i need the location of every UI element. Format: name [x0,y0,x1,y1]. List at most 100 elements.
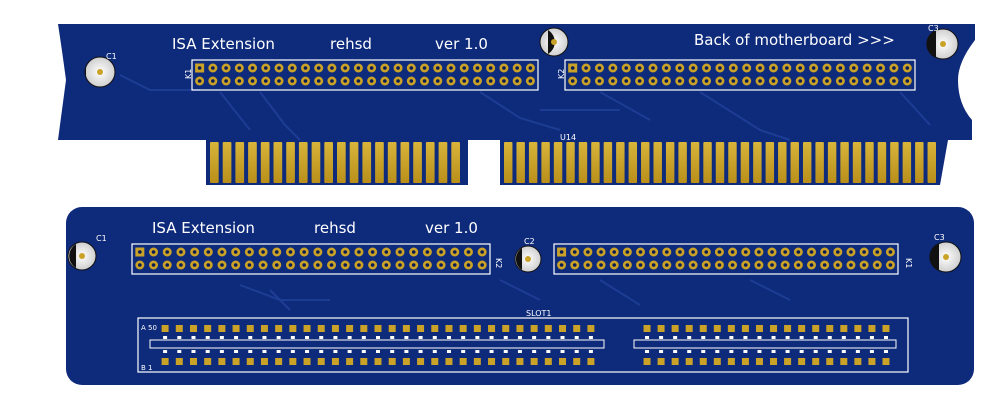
slot-contact [333,350,338,353]
slot-contact [290,350,295,353]
slot-contact [461,350,466,353]
gold-finger [852,142,862,183]
header-hole [718,66,722,70]
gold-finger [553,142,563,183]
slot-pad-b [218,358,226,365]
header-hole [822,263,827,267]
slot-pad-a [882,325,890,332]
header-hole [731,66,736,70]
slot-contact [319,350,324,353]
header-hole [758,66,762,70]
slot-pad-a [246,325,254,332]
slot-contact [771,350,776,353]
header-hole [425,263,430,267]
header-hole [875,250,880,254]
bottom-slot-outline [137,317,909,373]
header-hole [905,79,910,83]
gold-finger [690,142,700,183]
header-hole [343,66,347,70]
header-hole [651,79,655,83]
slot-pad-b [741,358,749,365]
gold-finger [653,142,662,183]
header-hole [488,66,493,70]
slot-pad-a [502,325,510,332]
slot-pad-b [812,358,820,365]
header-hole [288,263,293,267]
header-hole [303,79,308,83]
gold-finger [740,142,750,183]
slot-contact [574,336,579,339]
header-hole [704,79,709,83]
header-hole [197,79,202,83]
header-hole [611,79,615,83]
header-hole [638,250,643,254]
gold-finger [902,142,912,183]
slot-pad-b [331,358,339,365]
header-hole [211,79,215,83]
bottom-traces [239,279,791,311]
slot-contact [475,350,480,353]
header-hole [206,263,211,267]
slot-pad-a [303,325,311,332]
header-hole [449,66,453,70]
header-hole [888,250,893,254]
slot-contact [841,350,846,353]
slot-contact [715,350,720,353]
gold-finger [248,142,257,183]
header-hole [838,66,843,70]
slot-contact [163,350,168,353]
top-c1-capacitor [84,56,116,88]
header-hole [691,66,695,70]
bottom-k1-pins [557,247,895,270]
header-hole [783,250,787,254]
header-hole [277,79,281,83]
header-hole [796,250,801,254]
header-hole [247,250,252,254]
header-hole [586,250,590,254]
gold-finger [678,142,687,183]
slot-pad-a [868,325,876,332]
header-hole [290,66,295,70]
slot-pad-b [657,358,665,365]
slot-contact [517,350,522,353]
slot-contact [673,350,678,353]
slot-contact [757,336,762,339]
gold-finger [753,142,762,183]
header-hole [192,263,197,267]
slot-contact [743,336,748,339]
gold-finger [273,142,283,183]
header-hole [435,79,440,83]
header-hole [849,263,853,267]
header-hole [878,79,883,83]
header-hole [888,263,893,267]
slot-pad-b [699,358,707,365]
header-hole [449,79,453,83]
header-hole [612,250,616,254]
header-hole [665,250,669,254]
slot-pad-a [189,325,197,332]
slot-pad-a [289,325,297,332]
header-hole [462,66,467,70]
header-hole [836,263,840,267]
slot-contact [319,336,324,339]
slot-pad-b [246,358,254,365]
slot-pad-b [360,358,368,365]
header-hole [744,66,749,70]
top-c1-label: C1 [106,52,117,61]
slot-pad-b [175,358,183,365]
bottom-k1-label: K1 [904,258,913,268]
header-hole [369,79,374,83]
header-hole [572,250,577,254]
slot-contact [757,350,762,353]
header-hole [409,79,414,83]
bottom-slot-pins [161,325,890,365]
gold-finger [413,142,422,183]
bottom-board: ISA Extension rehsd ver 1.0 C1 C2 C3 K2 … [66,207,974,385]
header-hole [599,250,603,254]
header-hole [570,79,575,83]
gold-finger [286,142,295,183]
header-hole [811,66,816,70]
top-version: ver 1.0 [435,35,488,53]
slot-pad-b [417,358,425,365]
slot-contact [191,350,196,353]
